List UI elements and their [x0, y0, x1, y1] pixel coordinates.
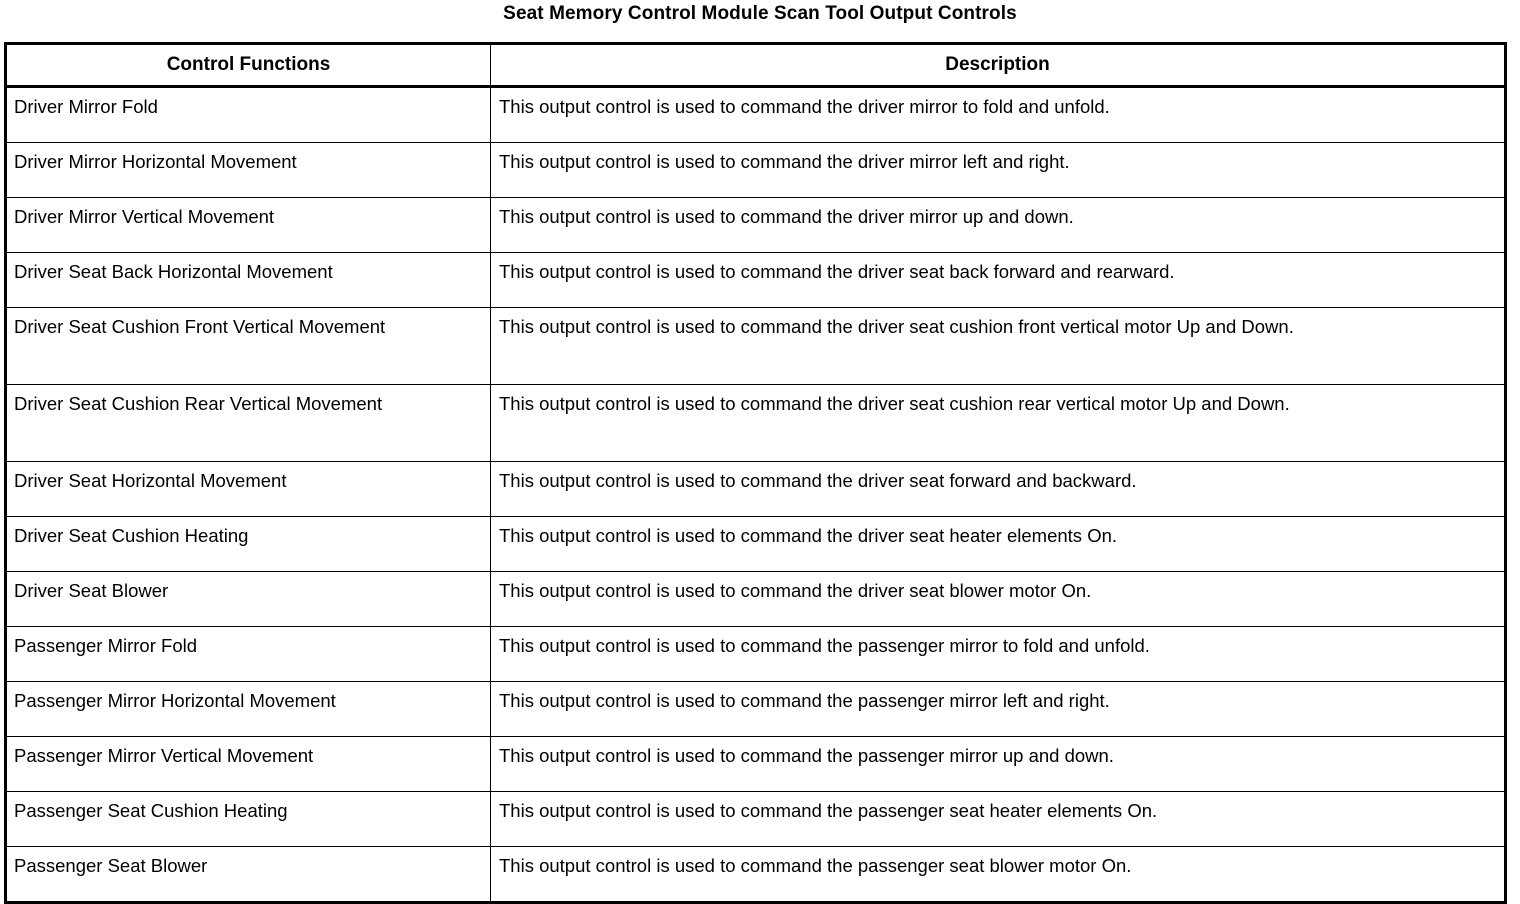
cell-control-function: Driver Seat Cushion Rear Vertical Moveme… — [5, 384, 491, 462]
table-header: Control Functions Description — [5, 43, 1506, 88]
cell-description: This output control is used to command t… — [490, 571, 1506, 627]
table-row: Driver Seat Cushion Front Vertical Movem… — [5, 307, 1506, 385]
cell-description: This output control is used to command t… — [490, 516, 1506, 572]
cell-description: This output control is used to command t… — [490, 846, 1506, 904]
cell-description: This output control is used to command t… — [490, 197, 1506, 253]
column-header-description: Description — [490, 43, 1506, 88]
table-header-row: Control Functions Description — [5, 43, 1506, 88]
cell-description: This output control is used to command t… — [490, 626, 1506, 682]
scan-tool-output-controls-table: Control Functions Description Driver Mir… — [4, 42, 1507, 904]
table-container: Control Functions Description Driver Mir… — [4, 42, 1507, 904]
cell-control-function: Driver Seat Cushion Heating — [5, 516, 491, 572]
cell-description: This output control is used to command t… — [490, 307, 1506, 385]
cell-control-function: Driver Mirror Vertical Movement — [5, 197, 491, 253]
cell-control-function: Driver Seat Back Horizontal Movement — [5, 252, 491, 308]
cell-control-function: Driver Seat Blower — [5, 571, 491, 627]
cell-description: This output control is used to command t… — [490, 142, 1506, 198]
cell-control-function: Passenger Mirror Vertical Movement — [5, 736, 491, 792]
cell-control-function: Passenger Mirror Fold — [5, 626, 491, 682]
cell-control-function: Driver Seat Cushion Front Vertical Movem… — [5, 307, 491, 385]
cell-control-function: Driver Seat Horizontal Movement — [5, 461, 491, 517]
cell-control-function: Passenger Mirror Horizontal Movement — [5, 681, 491, 737]
document-page: Seat Memory Control Module Scan Tool Out… — [4, 3, 1507, 904]
column-header-control-functions: Control Functions — [5, 43, 491, 88]
cell-description: This output control is used to command t… — [490, 461, 1506, 517]
table-row: Driver Seat Cushion Rear Vertical Moveme… — [5, 384, 1506, 462]
cell-control-function: Passenger Seat Cushion Heating — [5, 791, 491, 847]
page-title: Seat Memory Control Module Scan Tool Out… — [503, 3, 1017, 24]
cell-description: This output control is used to command t… — [490, 252, 1506, 308]
cell-description: This output control is used to command t… — [490, 681, 1506, 737]
cell-control-function: Passenger Seat Blower — [5, 846, 491, 904]
cell-description: This output control is used to command t… — [490, 86, 1506, 143]
cell-description: This output control is used to command t… — [490, 384, 1506, 462]
cell-control-function: Driver Mirror Fold — [5, 86, 491, 143]
cell-control-function: Driver Mirror Horizontal Movement — [5, 142, 491, 198]
cell-description: This output control is used to command t… — [490, 791, 1506, 847]
cell-description: This output control is used to command t… — [490, 736, 1506, 792]
